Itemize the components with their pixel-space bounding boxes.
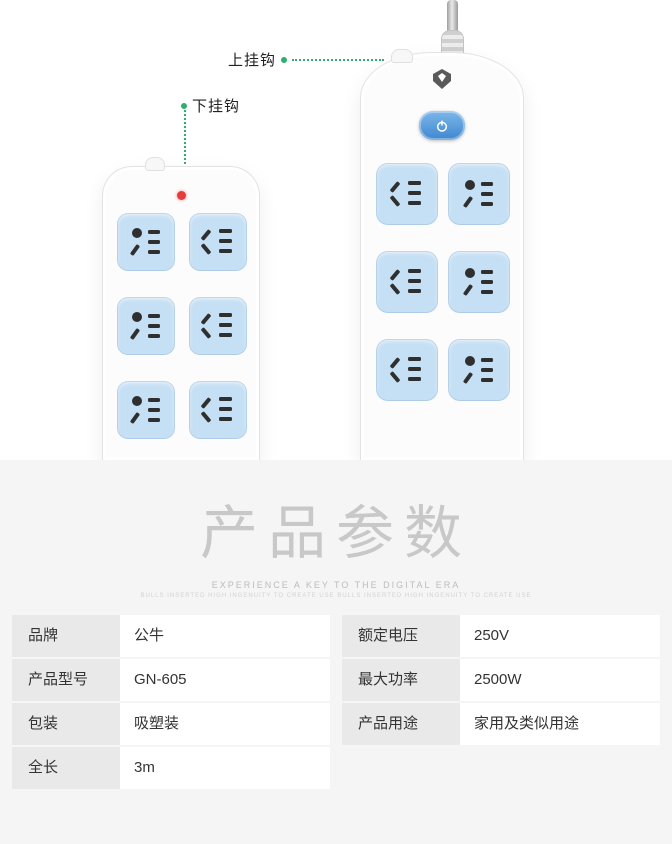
callout-line	[184, 110, 186, 164]
lower-hook-tab	[145, 157, 165, 171]
spec-row-voltage: 额定电压 250V	[342, 615, 660, 657]
spec-value: 家用及类似用途	[460, 703, 660, 745]
power-button	[419, 111, 465, 140]
spec-row-usage: 产品用途 家用及类似用途	[342, 703, 660, 745]
socket-outlet	[189, 213, 247, 271]
spec-value: 公牛	[120, 615, 330, 657]
callout-line	[292, 58, 385, 61]
socket-outlet	[117, 297, 175, 355]
params-section: 产品参数 EXPERIENCE A KEY TO THE DIGITAL ERA…	[0, 460, 672, 844]
socket-outlet	[189, 297, 247, 355]
power-strip-large	[360, 49, 524, 460]
spec-row-power: 最大功率 2500W	[342, 659, 660, 701]
socket-outlet	[117, 381, 175, 439]
socket-outlet	[448, 339, 510, 401]
spec-label: 产品型号	[12, 659, 120, 701]
upper-hook-label: 上挂钩	[228, 52, 277, 69]
annotation-lower-hook: 下挂钩	[181, 95, 240, 116]
socket-outlet	[448, 163, 510, 225]
spec-label: 最大功率	[342, 659, 460, 701]
socket-outlet	[376, 163, 438, 225]
spec-value: GN-605	[120, 659, 330, 701]
annotation-upper-hook: 上挂钩	[228, 49, 385, 70]
section-title: 产品参数	[199, 501, 472, 566]
callout-dot-icon	[281, 56, 288, 63]
spec-row-packaging: 包装 吸塑装	[12, 703, 330, 745]
spec-label: 全长	[12, 747, 120, 789]
power-icon	[436, 119, 448, 132]
upper-hook-tab	[391, 49, 413, 63]
spec-label: 产品用途	[342, 703, 460, 745]
power-cord	[447, 0, 458, 36]
power-strip-small	[102, 157, 260, 460]
section-subtitle: EXPERIENCE A KEY TO THE DIGITAL ERA	[211, 580, 461, 590]
product-hero: 上挂钩 下挂钩	[102, 0, 524, 460]
spec-column-right: 额定电压 250V 最大功率 2500W 产品用途 家用及类似用途	[342, 615, 660, 789]
spec-value: 250V	[460, 615, 660, 657]
spec-row-brand: 品牌 公牛	[12, 615, 330, 657]
spec-label: 品牌	[12, 615, 120, 657]
spec-value: 3m	[120, 747, 330, 789]
spec-table: 品牌 公牛 产品型号 GN-605 包装 吸塑装 全长 3m 额定	[12, 615, 660, 789]
spec-label: 包装	[12, 703, 120, 745]
spec-label: 额定电压	[342, 615, 460, 657]
socket-outlet	[117, 213, 175, 271]
callout-dot-icon	[181, 102, 187, 109]
socket-outlet	[189, 381, 247, 439]
spec-column-left: 品牌 公牛 产品型号 GN-605 包装 吸塑装 全长 3m	[12, 615, 330, 789]
section-tagline: BULLS INSERTED HIGH INGENUITY TO CREATE …	[140, 593, 532, 599]
socket-outlet	[376, 251, 438, 313]
red-indicator-dot	[177, 191, 186, 200]
socket-outlet	[448, 251, 510, 313]
socket-outlet	[376, 339, 438, 401]
lower-hook-label: 下挂钩	[192, 98, 241, 115]
bull-shield-icon	[433, 69, 451, 89]
spec-row-model: 产品型号 GN-605	[12, 659, 330, 701]
spec-value: 2500W	[460, 659, 660, 701]
spec-row-length: 全长 3m	[12, 747, 330, 789]
spec-value: 吸塑装	[120, 703, 330, 745]
